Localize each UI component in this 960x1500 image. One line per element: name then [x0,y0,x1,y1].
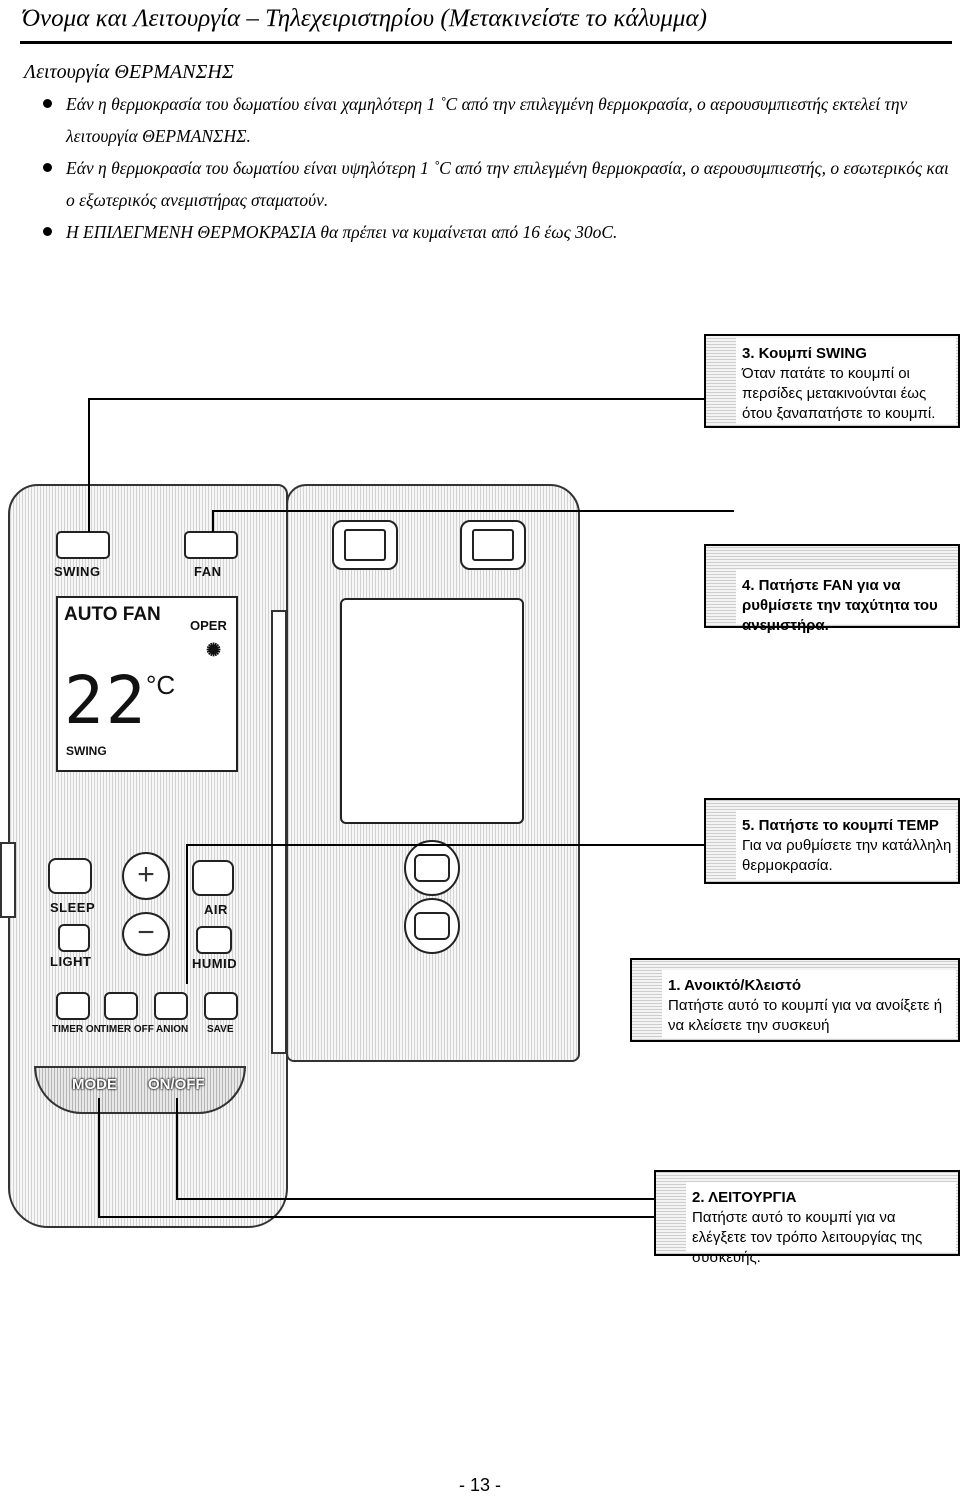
callout-onoff-text: Πατήστε αυτό το κουμπί για να ανοίξετε ή… [668,997,943,1034]
timer-on-label: TIMER ON [52,1024,101,1035]
cover-hinge [271,610,287,1054]
anion-button[interactable] [154,992,188,1020]
cover-clip-left [332,520,398,570]
title-underline [20,41,952,44]
lcd-display: AUTO FAN OPER ✺ 22 °C SWING [56,596,238,772]
cover-knob-top [404,840,460,896]
callout-temp-heading: 5. Πατήστε το κουμπί TEMP [742,817,939,834]
save-label: SAVE [207,1024,234,1035]
leader-line [186,844,734,846]
timer-on-button[interactable] [56,992,90,1020]
leader-line [176,1198,658,1200]
bullet-list: Εάν η θερμοκρασία του δωματίου είναι χαμ… [40,88,958,248]
callout-swing-heading: 3. Κουμπί SWING [742,345,867,362]
display-swing: SWING [66,744,107,758]
display-unit: °C [146,670,176,700]
callout-swing-text: Όταν πατάτε το κουμπί οι περσίδες μετακι… [742,365,936,422]
save-button[interactable] [204,992,238,1020]
page-number: - 13 - [458,1475,501,1495]
callout-mode: 2. ΛΕΙΤΟΥΡΓΙΑ Πατήστε αυτό το κουμπί για… [654,1170,960,1266]
temp-minus-button[interactable]: − [122,912,170,956]
display-fan-mode: AUTO FAN [64,604,161,625]
minus-icon: − [137,916,155,949]
sleep-button[interactable] [48,858,92,894]
leader-line [212,510,734,512]
callout-temp-text: Για να ρυθμίσετε την κατάλληλη θερμοκρασ… [742,837,952,874]
anion-label: ANION [156,1024,189,1035]
humid-label: HUMID [192,956,238,971]
bullet-item: Η ΕΠΙΛΕΓΜΕΝΗ ΘΕΡΜΟΚΡΑΣΙΑ θα πρέπει να κυ… [40,216,958,248]
mode-onoff-pad [34,1066,246,1114]
display-oper: OPER [190,618,227,633]
bullet-item: Εάν η θερμοκρασία του δωματίου είναι υψη… [40,152,958,216]
callout-fan: 4. Πατήστε FAN για να ρυθμίσετε την ταχύ… [704,544,960,634]
plus-icon: + [137,858,155,891]
callout-mode-heading: 2. ΛΕΙΤΟΥΡΓΙΑ [692,1189,797,1206]
callout-mode-text: Πατήστε αυτό το κουμπί για να ελέγξετε τ… [692,1209,923,1266]
side-tab [0,842,16,918]
leader-line [88,398,90,532]
callout-temp: 5. Πατήστε το κουμπί TEMP Για να ρυθμίσε… [704,798,960,884]
callout-swing: 3. Κουμπί SWING Όταν πατάτε το κουμπί οι… [704,334,960,428]
light-button[interactable] [58,924,90,952]
sun-icon: ✺ [206,640,222,660]
humid-button[interactable] [196,926,232,954]
callout-onoff: 1. Ανοικτό/Κλειστό Πατήστε αυτό το κουμπ… [630,958,960,1042]
cover-clip-right [460,520,526,570]
cover-window [340,598,524,824]
bullet-item: Εάν η θερμοκρασία του δωματίου είναι χαμ… [40,88,958,152]
section-subtitle: Λειτουργία ΘΕΡΜΑΝΣΗΣ [24,61,234,83]
mode-button[interactable]: MODE [72,1076,117,1093]
fan-label: FAN [194,564,222,579]
temp-plus-button[interactable]: + [122,852,170,900]
leader-line [212,510,214,532]
timer-off-button[interactable] [104,992,138,1020]
leader-line [98,1216,682,1218]
air-label: AIR [204,902,228,917]
fan-button[interactable] [184,531,238,559]
sleep-label: SLEEP [50,900,96,915]
display-temperature: 22 [64,662,148,739]
swing-button[interactable] [56,531,110,559]
swing-label: SWING [54,564,101,579]
callout-onoff-heading: 1. Ανοικτό/Κλειστό [668,977,802,994]
leader-line [88,398,733,400]
callout-fan-heading: 4. Πατήστε FAN για να ρυθμίσετε την ταχύ… [742,577,938,634]
leader-line [186,844,188,984]
light-label: LIGHT [50,954,92,969]
timer-off-label: TIMER OFF [100,1024,154,1035]
leader-line [176,1098,178,1198]
air-button[interactable] [192,860,234,896]
page-title: Όνομα και Λειτουργία – Τηλεχειριστηρίου … [22,5,707,32]
on-off-button[interactable]: ON/OFF [148,1076,205,1093]
cover-knob-bottom [404,898,460,954]
leader-line [98,1098,100,1216]
